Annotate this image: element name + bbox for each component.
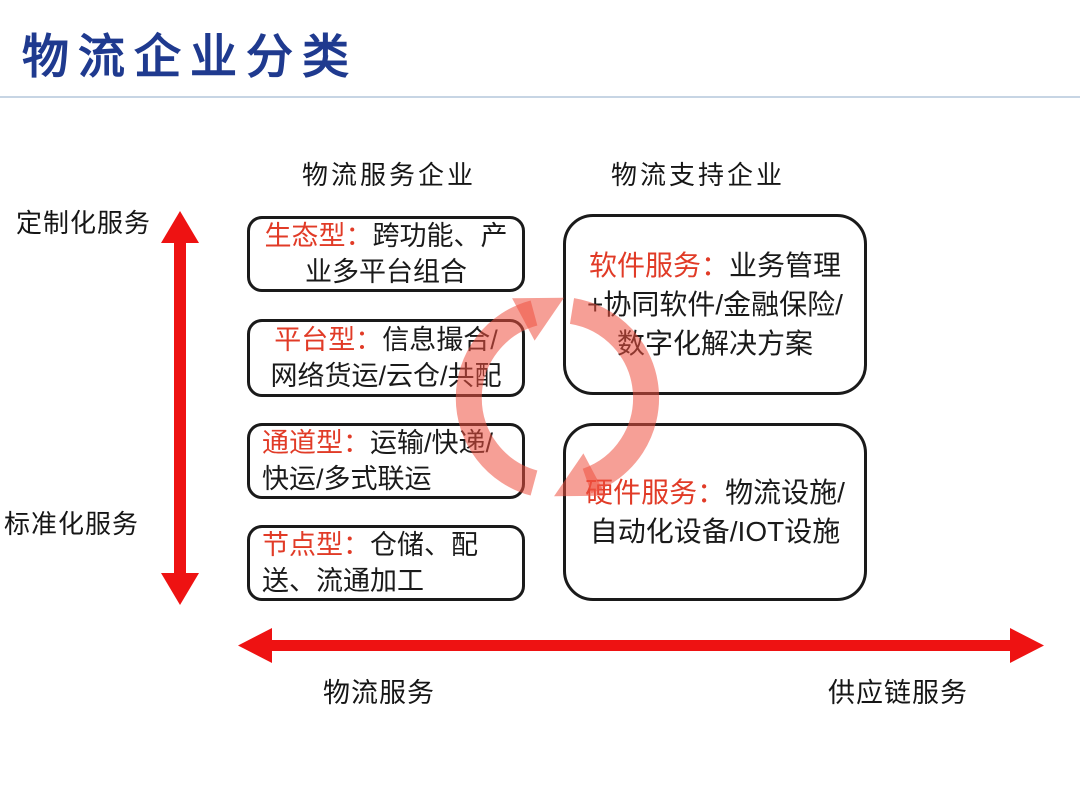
horizontal-axis-right-label: 供应链服务 (828, 678, 968, 708)
box-ecosystem-desc: 跨功能、产业多平台组合 (305, 221, 508, 287)
box-hardware-service: 硬件服务：物流设施/自动化设备/IOT设施 (563, 423, 867, 601)
box-node-label: 节点型： (262, 530, 370, 560)
horizontal-axis-left-label: 物流服务 (323, 678, 435, 708)
box-hardware-service-desc: 物流设施/自动化设备/IOT设施 (589, 477, 845, 547)
vertical-axis-top-label: 定制化服务 (16, 209, 152, 238)
box-node-text: 节点型：仓储、配送、流通加工 (262, 527, 510, 599)
box-node: 节点型：仓储、配送、流通加工 (247, 525, 525, 601)
column-header-logistics-service: 物流服务企业 (301, 161, 476, 190)
page-title: 物流企业分类 (22, 30, 358, 83)
box-channel-label: 通道型： (262, 428, 370, 458)
horizontal-double-arrow-icon (238, 628, 1044, 663)
vertical-axis-bottom-label: 标准化服务 (4, 510, 140, 539)
box-ecosystem: 生态型：跨功能、产业多平台组合 (247, 216, 525, 292)
box-hardware-service-text: 硬件服务：物流设施/自动化设备/IOT设施 (576, 473, 854, 551)
box-platform-label: 平台型： (274, 325, 383, 355)
cycle-arrow-icon (455, 297, 660, 497)
box-ecosystem-text: 生态型：跨功能、产业多平台组合 (262, 218, 510, 290)
box-software-service: 软件服务：业务管理+协同软件/金融保险/数字化解决方案 (563, 214, 867, 395)
title-divider (0, 96, 1080, 98)
box-software-service-desc: 业务管理+协同软件/金融保险/数字化解决方案 (587, 250, 843, 359)
column-header-logistics-support: 物流支持企业 (610, 161, 785, 190)
box-software-service-label: 软件服务： (588, 250, 729, 281)
box-ecosystem-label: 生态型： (264, 221, 373, 251)
box-software-service-text: 软件服务：业务管理+协同软件/金融保险/数字化解决方案 (576, 246, 854, 363)
box-node-desc: 仓储、配送、流通加工 (262, 530, 478, 596)
vertical-double-arrow-icon (161, 211, 199, 605)
